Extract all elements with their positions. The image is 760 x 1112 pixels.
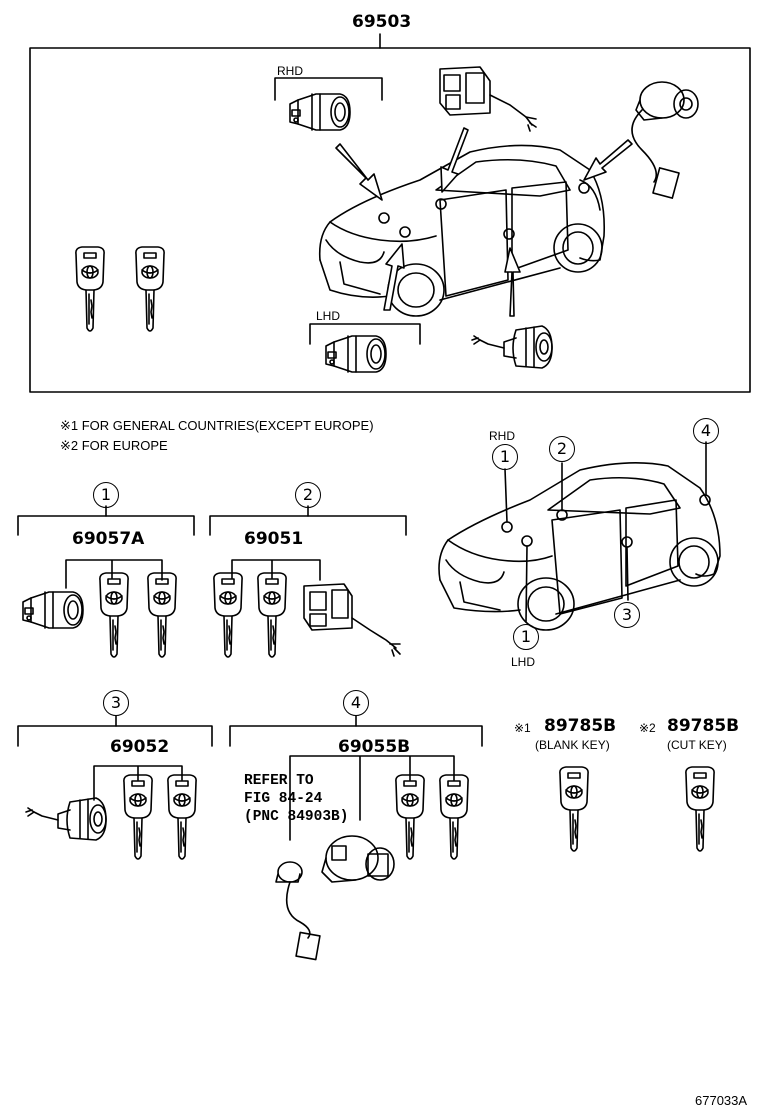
location-lhd-label: LHD <box>511 655 536 669</box>
location-callout-2: 2 <box>549 436 575 462</box>
group-index-4: 4 <box>343 690 369 716</box>
key-2-mark: ※2 <box>639 721 656 735</box>
group-index-1: 1 <box>93 482 119 508</box>
key-1-mark: ※1 <box>514 721 531 735</box>
key-1-description: (BLANK KEY) <box>535 738 610 752</box>
group-4-part-number: 69055B <box>338 737 411 757</box>
group-3-part-number: 69052 <box>110 737 170 757</box>
key-2-description: (CUT KEY) <box>667 738 727 752</box>
note-europe: ※2 FOR EUROPE <box>60 438 168 453</box>
location-callout-1-lhd: 1 <box>513 624 539 650</box>
note-general-countries: ※1 FOR GENERAL COUNTRIES(EXCEPT EUROPE) <box>60 418 374 433</box>
refer-line-2: FIG 84-24 <box>244 791 323 807</box>
location-callout-4: 4 <box>693 418 719 444</box>
location-callout-3: 3 <box>614 602 640 628</box>
assembly-part-number: 69503 <box>352 12 412 32</box>
key-2-part-number: 89785B <box>667 716 740 736</box>
rhd-label: RHD <box>277 64 303 78</box>
location-callout-1-rhd: 1 <box>492 444 518 470</box>
location-rhd-label: RHD <box>489 429 515 443</box>
group-index-3: 3 <box>103 690 129 716</box>
figure-id: 677033A <box>695 1093 748 1108</box>
refer-line-1: REFER TO <box>244 773 314 789</box>
group-2-part-number: 69051 <box>244 529 304 549</box>
lhd-label: LHD <box>316 309 341 323</box>
group-1-part-number: 69057A <box>72 529 145 549</box>
group-index-2: 2 <box>295 482 321 508</box>
refer-line-3: (PNC 84903B) <box>244 809 349 825</box>
key-1-part-number: 89785B <box>544 716 617 736</box>
